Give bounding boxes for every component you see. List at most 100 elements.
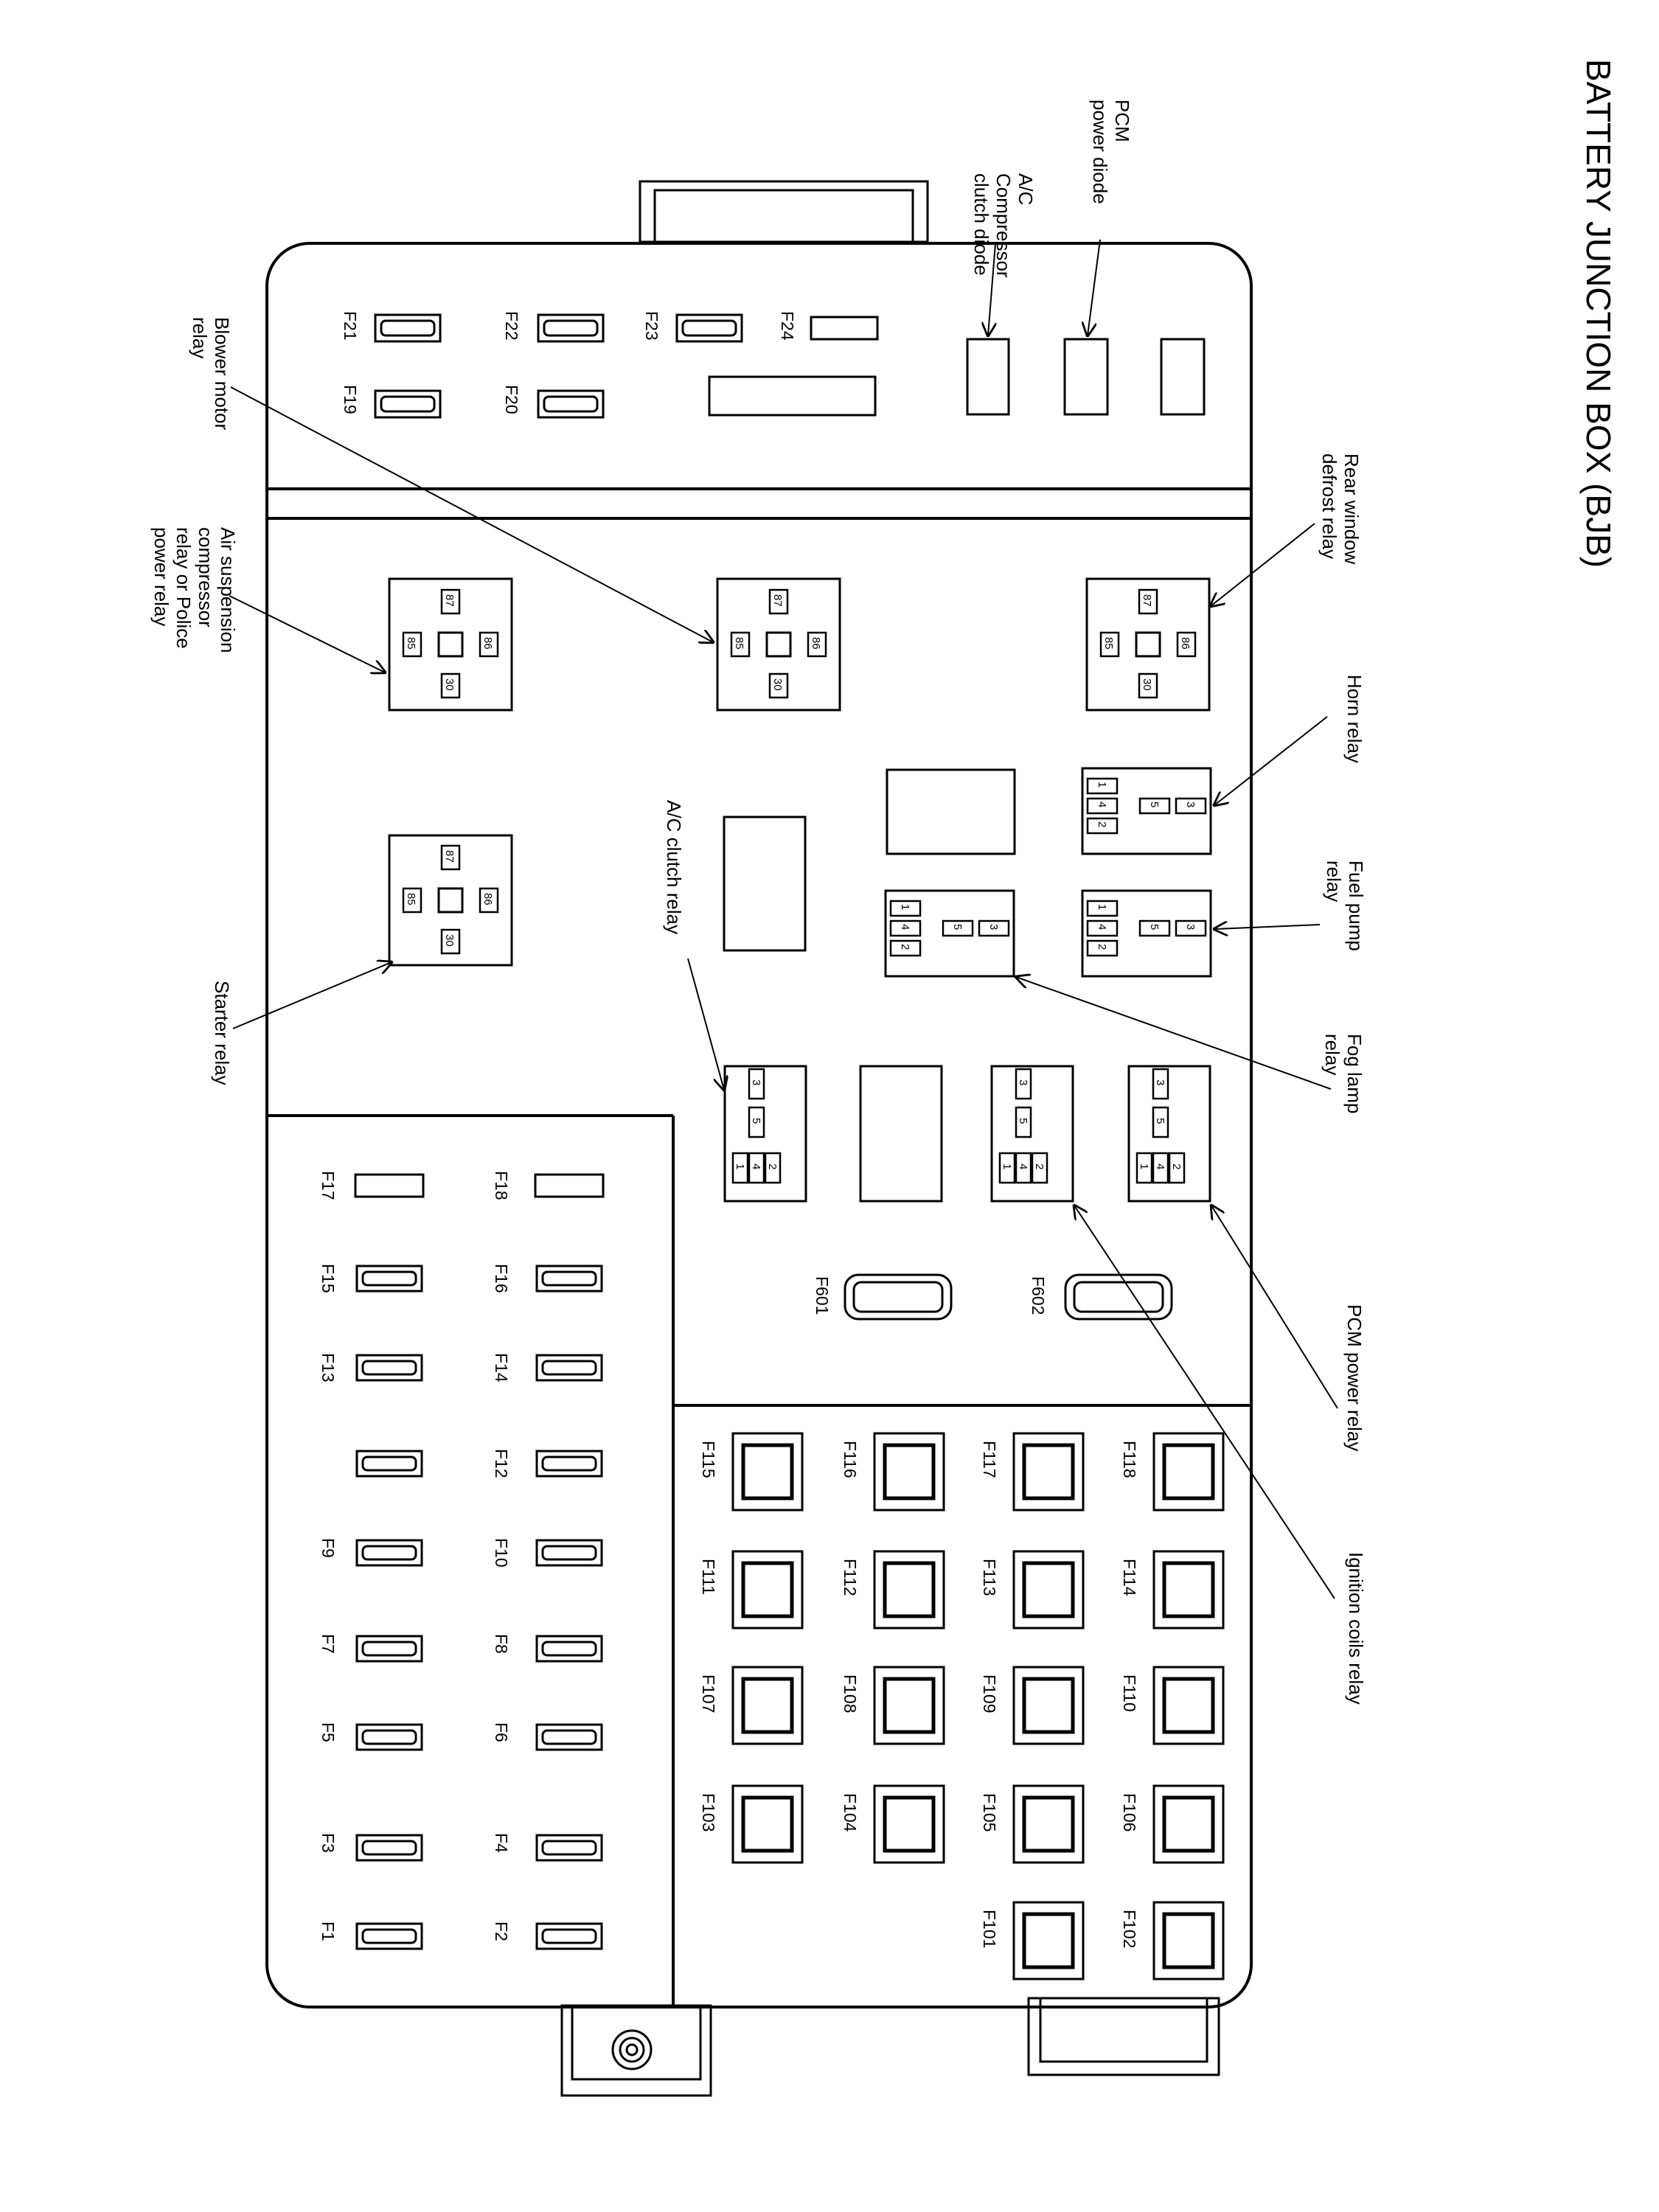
fuse-f22-element (543, 319, 599, 337)
fuse-f14-body (535, 1354, 603, 1382)
blower-motor-relay-pin-86 (807, 631, 827, 658)
blower-motor-relay-pin-85 (730, 631, 751, 658)
leader-ignition-coils-relay (1074, 1206, 1335, 1599)
blower-motor-relay-pin-label-85: 85 (733, 637, 745, 650)
fuse-label-f16: F16 (492, 1264, 511, 1293)
fuse-f14 (535, 1354, 603, 1382)
fuel-pump-relay-pin-3 (1175, 919, 1207, 937)
leader-horn-relay (1214, 716, 1328, 805)
cartridge-fuse-f105 (1012, 1784, 1085, 1864)
callout-fuel-pump-relay-line-1: Fuel pump (1345, 860, 1367, 951)
ignition-coils-relay-pin-5 (1015, 1106, 1032, 1138)
fuse-f10-element (541, 1545, 597, 1561)
fuse-f4-element (541, 1840, 597, 1856)
fuse-blank-3-element (361, 1455, 417, 1472)
ac-clutch-relay-pin-3 (748, 1068, 765, 1100)
callout-blower-motor-relay-line-2: relay (189, 317, 211, 358)
top-slots (708, 338, 1206, 417)
rear-window-defrost-relay-center (1135, 631, 1161, 658)
rear-window-defrost-relay-pin-label-30: 30 (1141, 678, 1153, 691)
pcm-power-relay-pin-2 (1168, 1152, 1186, 1184)
callout-air-suspension-relay-line-3: relay or Police (173, 527, 195, 649)
fuse-f601-element (852, 1281, 944, 1313)
fuse-label-f9: F9 (319, 1538, 338, 1558)
ac-clutch-relay-pin-label-2: 2 (766, 1164, 779, 1169)
air-suspension-relay-pin-label-30: 30 (443, 678, 456, 691)
fuse-label-f113: F113 (980, 1559, 999, 1596)
cartridge-fuse-f102 (1152, 1901, 1225, 1980)
ignition-coils-relay-pin-4 (1015, 1152, 1032, 1184)
fuse-f8-body (535, 1635, 603, 1663)
cartridge-fuse-f114-element (1162, 1561, 1215, 1618)
fuse-f12 (535, 1450, 603, 1478)
ac-clutch-relay-pin-label-3: 3 (750, 1079, 762, 1085)
cartridge-fuse-f107-element (741, 1677, 794, 1734)
cartridge-fuse-f105-element (1022, 1795, 1075, 1853)
fuse-label-f114: F114 (1120, 1559, 1139, 1596)
fuse-f21-element (380, 319, 436, 337)
fuse-f4-body (535, 1834, 603, 1862)
fuse-f2 (535, 1922, 603, 1950)
rear-window-defrost-relay-pin-label-86: 86 (1179, 637, 1192, 650)
diagram-title: BATTERY JUNCTION BOX (BJB) (1579, 59, 1618, 568)
starter-relay-pin-label-87: 87 (443, 850, 456, 863)
fuse-label-f106: F106 (1120, 1793, 1139, 1832)
cartridge-fuse-f116-element (883, 1443, 936, 1500)
fuse-f5 (355, 1723, 423, 1751)
pcm-power-relay-pin-label-3: 3 (1154, 1079, 1166, 1085)
fuse-f6-element (541, 1729, 597, 1745)
fuse-f9 (355, 1539, 423, 1567)
section-dividers (267, 487, 1251, 2007)
rear-window-defrost-relay-pin-85 (1099, 631, 1120, 658)
fuse-label-f15: F15 (319, 1264, 338, 1293)
cartridge-fuse-f101-element (1022, 1912, 1075, 1969)
fuse-f5-body (355, 1723, 423, 1751)
fuse-label-f107: F107 (699, 1674, 718, 1713)
cartridge-fuse-f101 (1012, 1901, 1085, 1980)
cartridge-fuse-f111-element (741, 1561, 794, 1618)
horn-relay-pin-3 (1175, 797, 1207, 815)
ignition-coils-relay-pin-3 (1015, 1068, 1032, 1100)
cartridge-fuse-f116 (873, 1432, 945, 1512)
callout-ac-compressor-clutch-diode-line-2: Compressor (992, 173, 1015, 278)
callout-fog-lamp-relay-line-1: Fog lamp (1343, 1034, 1366, 1113)
callout-starter-relay-line-1: Starter relay (211, 981, 233, 1085)
fuse-label-f20: F20 (502, 385, 521, 414)
callout-rear-window-defrost-relay-line-1: Rear window (1340, 453, 1363, 565)
fuse-label-f21: F21 (341, 311, 360, 341)
leader-pcm-power-diode (1088, 239, 1101, 335)
fuse-f20-body (537, 389, 605, 419)
callout-ac-compressor-clutch-diode-line-3: clutch diode (970, 173, 992, 276)
starter-relay-pin-label-30: 30 (443, 934, 456, 947)
cartridge-fuse-f106 (1152, 1784, 1225, 1864)
fuse-f22 (537, 313, 605, 343)
fuse-f21-body (374, 313, 442, 343)
fuse-label-f7: F7 (319, 1634, 338, 1654)
fuse-f10-body (535, 1539, 603, 1567)
fuse-blank-3 (355, 1450, 423, 1478)
ignition-coils-relay-pin-label-3: 3 (1017, 1079, 1029, 1085)
fuse-label-f117: F117 (980, 1441, 999, 1478)
callout-ignition-coils-relay-line-1: Ignition coils relay (1345, 1552, 1367, 1705)
fuse-f19 (374, 389, 442, 419)
fuse-label-f108: F108 (841, 1674, 860, 1713)
fuse-slot-f24 (810, 316, 879, 341)
fuse-label-f14: F14 (492, 1353, 511, 1382)
fuse-f3-element (361, 1840, 417, 1856)
fuse-label-f101: F101 (980, 1910, 999, 1948)
leader-air-suspension-relay (229, 595, 385, 672)
cartridge-fuse-f103 (731, 1784, 804, 1864)
pcm-power-relay-pin-label-5: 5 (1154, 1118, 1166, 1124)
fuse-label-f5: F5 (319, 1722, 338, 1742)
fuse-f16 (535, 1265, 603, 1293)
fuse-label-f4: F4 (492, 1833, 511, 1853)
fuse-f5-element (361, 1729, 417, 1745)
ac-clutch-relay-pin-2 (764, 1152, 782, 1184)
fuse-f3-body (355, 1834, 423, 1862)
leader-ac-compressor-clutch-diode (988, 243, 995, 335)
fog-lamp-relay-pin-1 (889, 900, 922, 917)
horn-relay-pin-label-5: 5 (1148, 801, 1161, 807)
leader-fuel-pump-relay (1214, 925, 1321, 929)
